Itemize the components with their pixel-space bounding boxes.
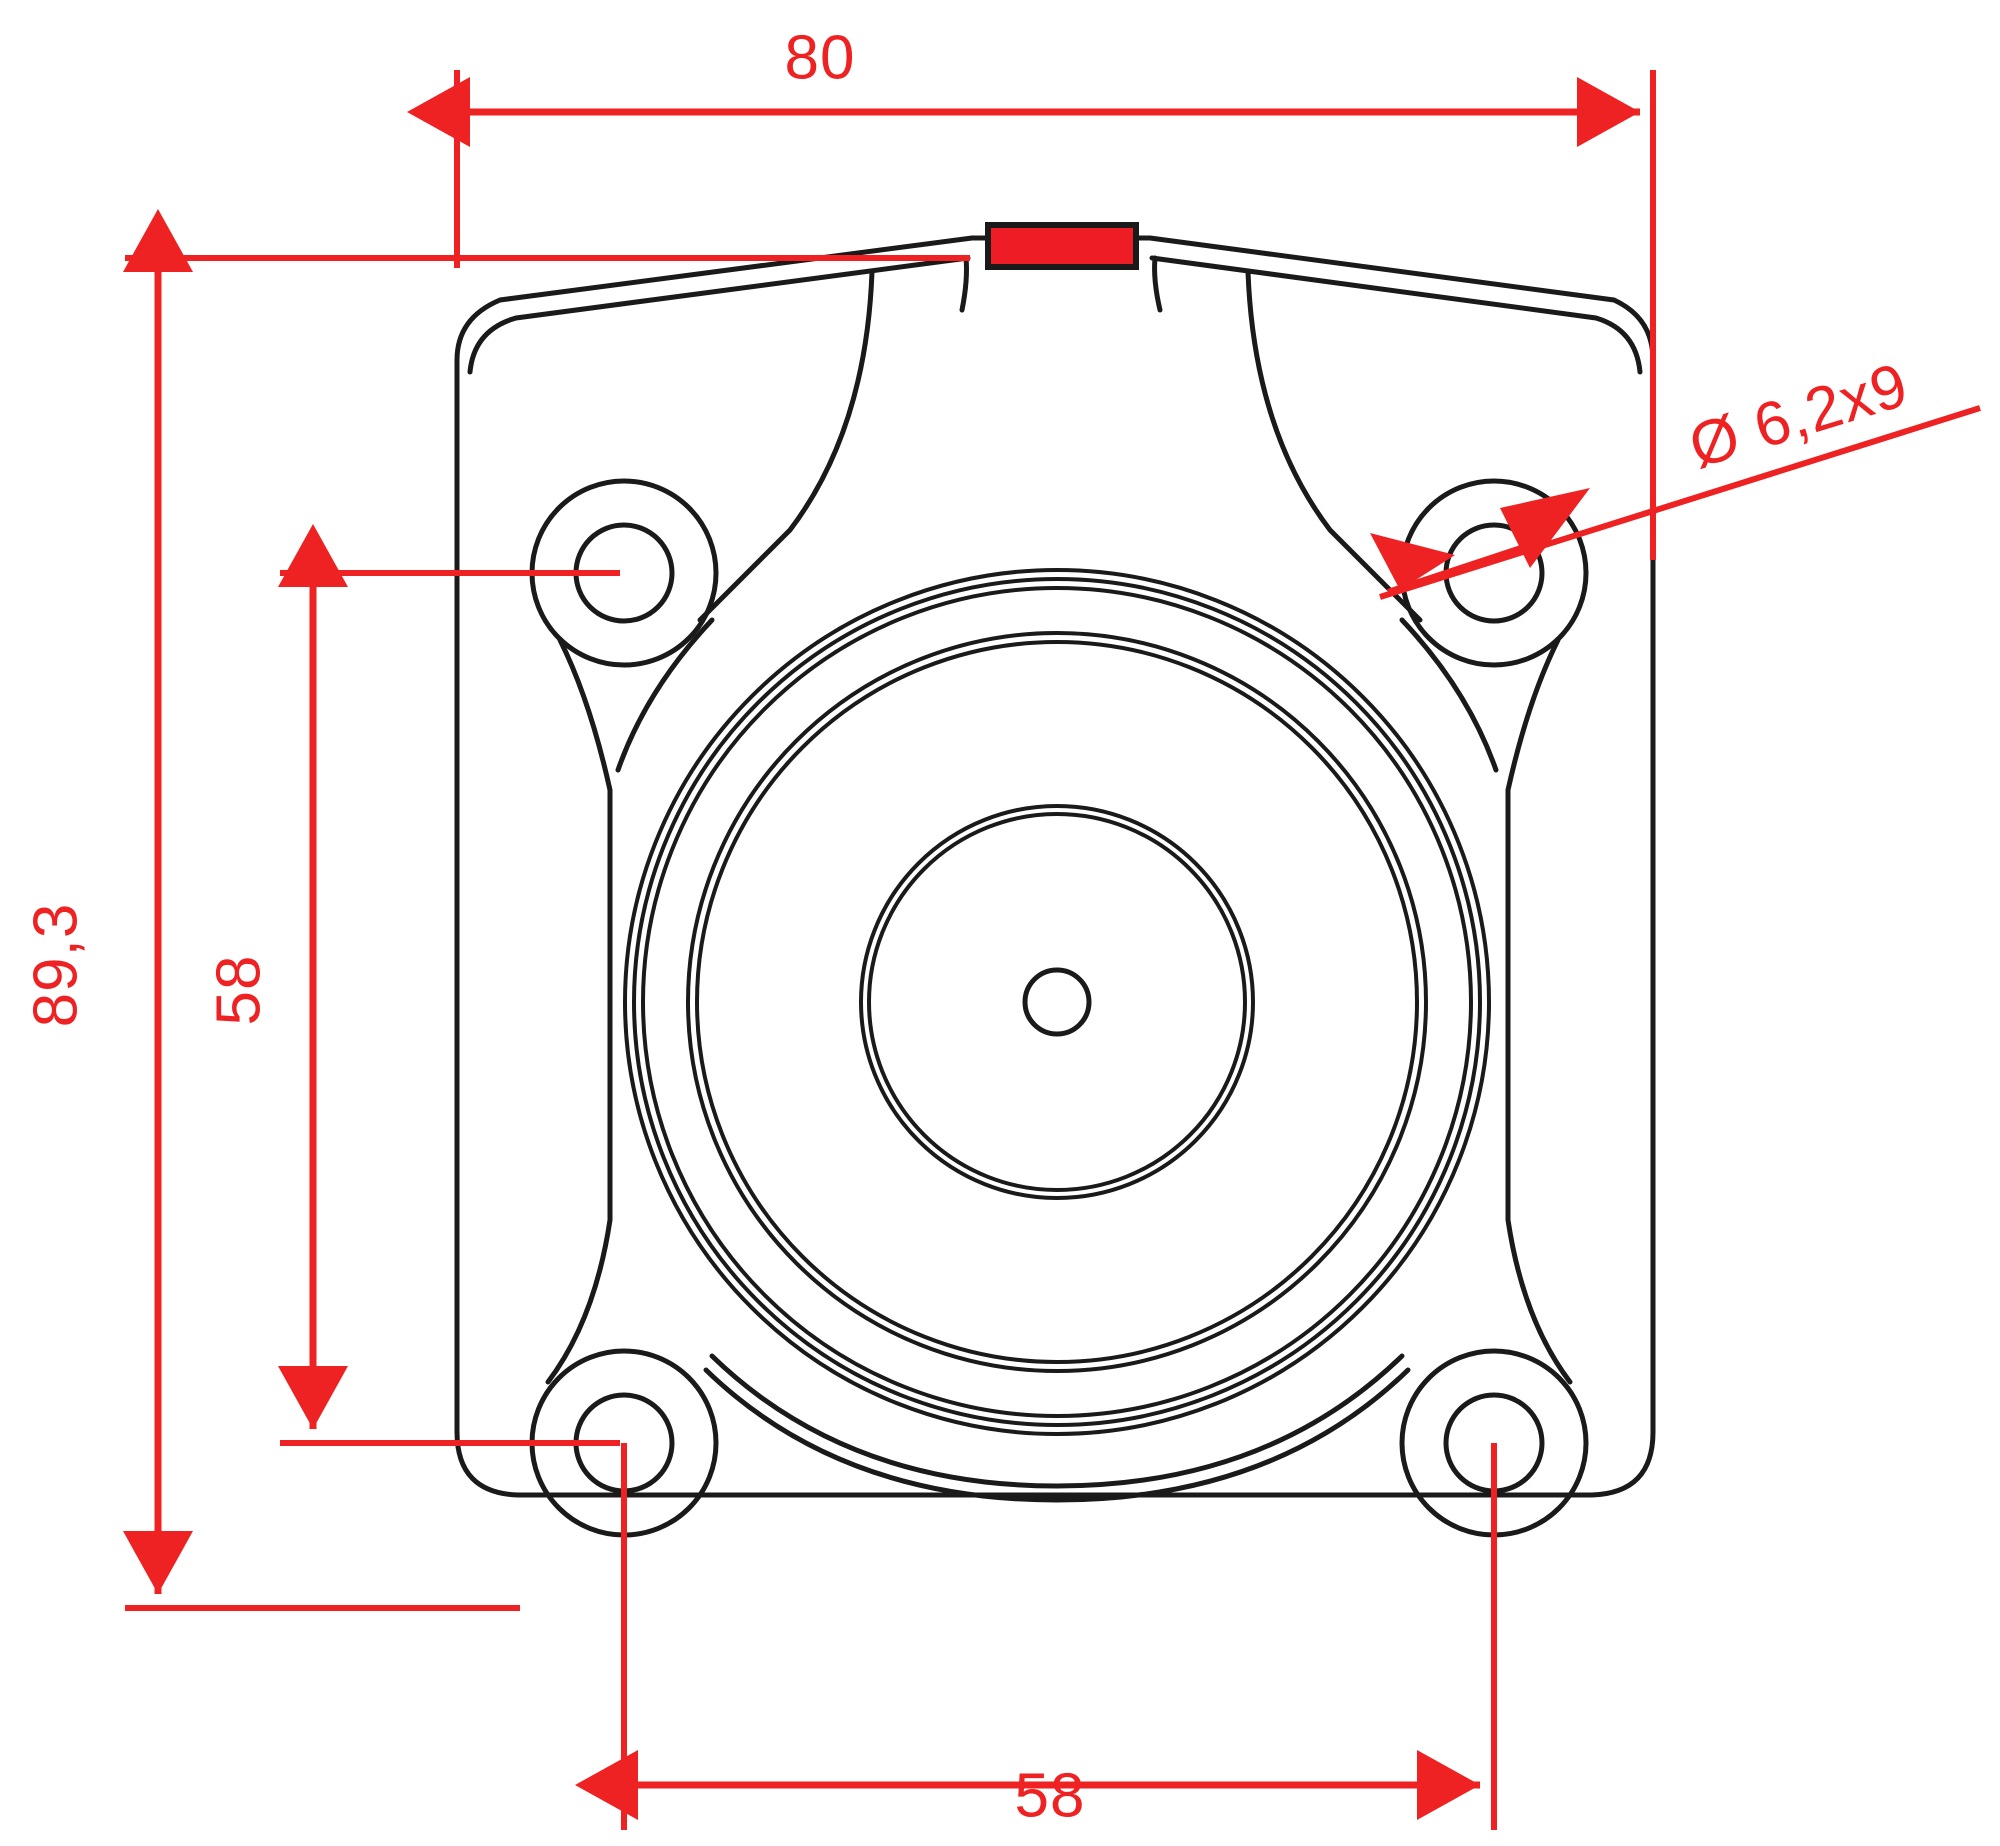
connector-notch-left <box>959 255 969 313</box>
upper-scallop-right <box>1399 617 1499 773</box>
callout-leader-tail <box>1387 542 1531 595</box>
waist-left <box>545 637 613 1385</box>
dim-label-width-80: 80 <box>785 23 856 92</box>
dim-label-pitch-vertical-58: 58 <box>204 955 273 1026</box>
connector-rect <box>985 222 1139 270</box>
top-connector-block <box>985 222 1139 270</box>
rib-web-left <box>697 269 875 623</box>
dimension-labels: 80 89,3 58 58 Ø 6,2x9 <box>21 23 1916 1830</box>
connector-notch-right <box>1152 255 1163 313</box>
dim-label-height-89-3: 89,3 <box>21 903 90 1028</box>
top-chamfer-left <box>467 255 971 375</box>
callout-leader-line <box>1379 405 1981 600</box>
part-outer-outline <box>454 235 1656 1498</box>
callout-arrow-inner <box>1370 533 1455 590</box>
dim-label-pitch-horizontal-58: 58 <box>1015 1761 1086 1830</box>
bottom-scallop <box>703 1367 1411 1503</box>
dimension-annotations <box>123 70 1981 1830</box>
bottom-scallop-2 <box>709 1353 1405 1489</box>
upper-scallop-left <box>615 617 715 773</box>
part-geometry <box>454 235 1656 1538</box>
waist-right <box>1505 637 1573 1385</box>
rib-web-right <box>1245 269 1423 623</box>
central-hub-circles <box>623 568 1491 1436</box>
top-chamfer-right <box>1149 255 1643 375</box>
